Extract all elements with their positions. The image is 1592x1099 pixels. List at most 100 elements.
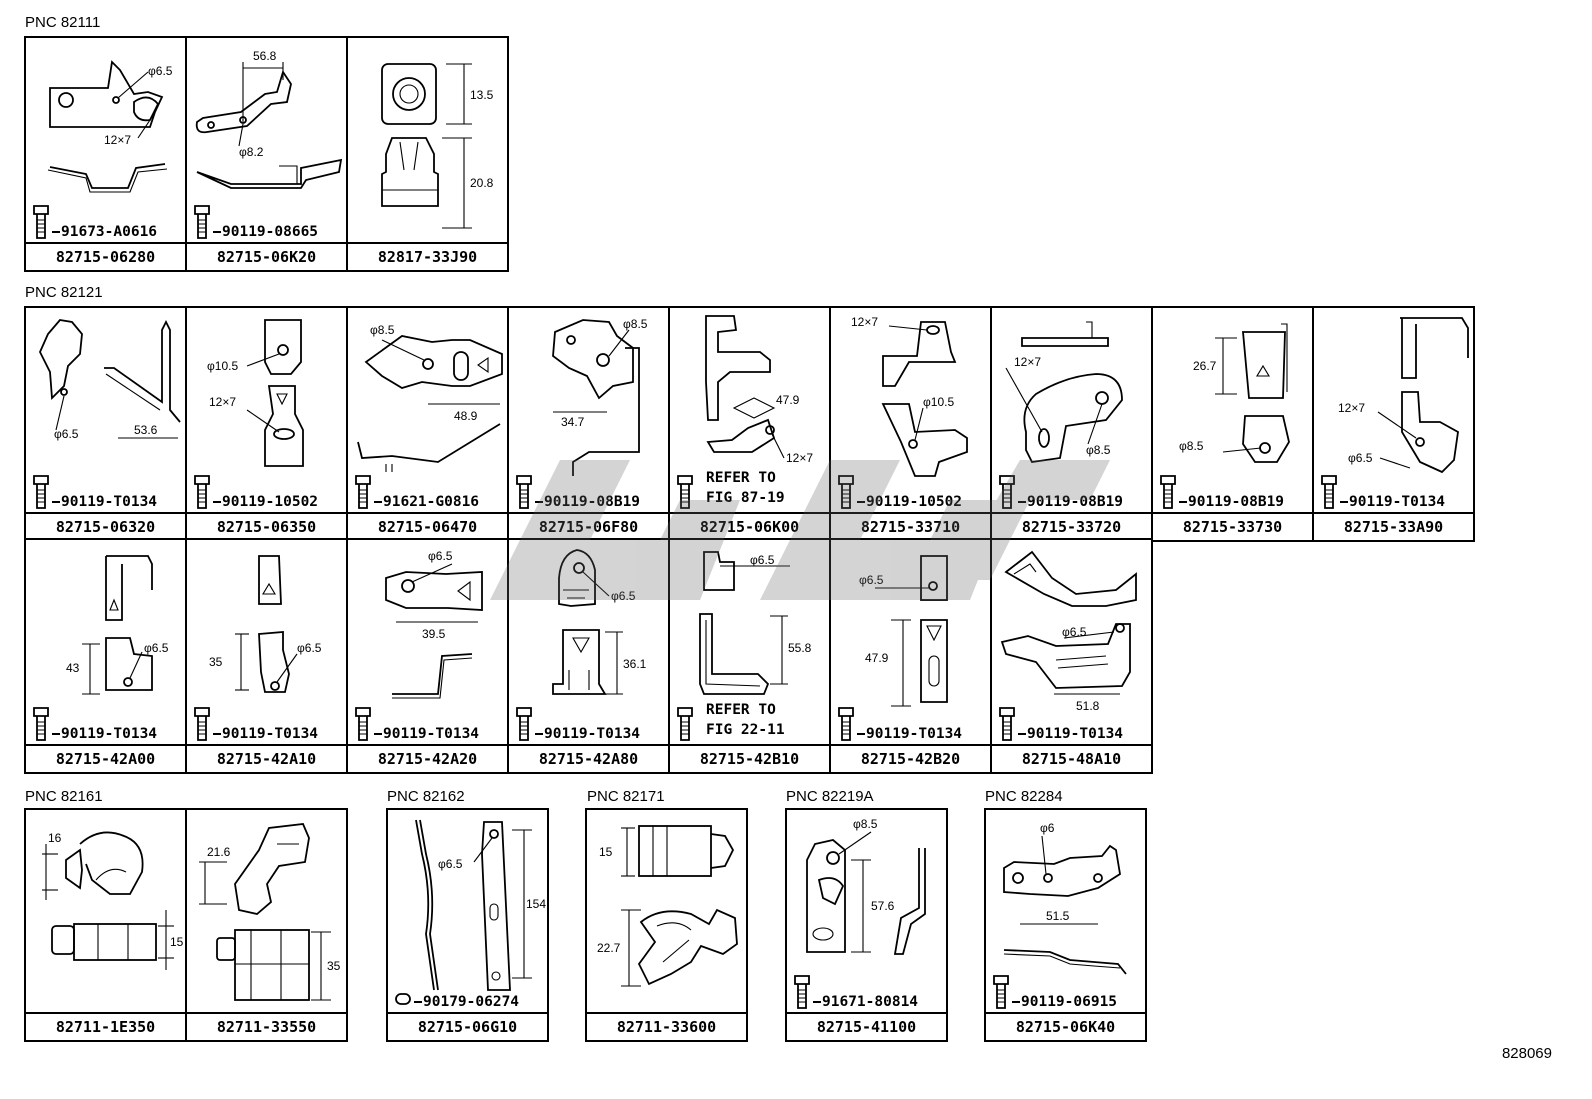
part-cell[interactable]: 13.5 20.8 82817-33J90 — [346, 36, 509, 272]
bracket-drawing: φ6.5 55.8 — [699, 551, 812, 695]
bracket-drawing: 12×7 φ8.5 — [1005, 321, 1123, 463]
part-number[interactable]: 82715-42A20 — [348, 744, 507, 772]
bolt-icon — [194, 205, 210, 239]
dim-label: 154 — [526, 897, 546, 911]
part-cell[interactable]: 12×7 φ6.5 90119-T0134 82715-33A90 — [1312, 306, 1475, 542]
dim-label: φ6.5 — [750, 553, 775, 567]
part-cell[interactable]: φ6.5 55.8 REFER TO FIG 22-11 82715-42B10 — [668, 538, 831, 774]
part-number[interactable]: 82715-06320 — [26, 512, 185, 540]
dim-label: φ6.5 — [54, 427, 79, 441]
bracket-drawing: φ6.5 39.5 — [385, 549, 483, 699]
part-cell[interactable]: φ8.5 34.7 90119-08B19 82715-06F80 — [507, 306, 670, 542]
part-number[interactable]: 82715-48A10 — [992, 744, 1151, 772]
bracket-drawing: 26.7 φ8.5 — [1179, 323, 1290, 463]
dim-label: 20.8 — [470, 176, 494, 190]
part-number[interactable]: 82715-06K20 — [187, 242, 346, 270]
part-cell[interactable]: 56.8 φ8.2 90119-08665 82715-06K20 — [185, 36, 348, 272]
part-number[interactable]: 82715-42B10 — [670, 744, 829, 772]
part-cell[interactable]: 21.6 35 82711-33550 — [185, 808, 348, 1042]
dim-label: φ6.5 — [144, 641, 169, 655]
bracket-drawing: 35 φ6.5 — [209, 555, 322, 693]
part-cell[interactable]: φ8.5 48.9 91621-G0816 82715-06470 — [346, 306, 509, 542]
bolt-part-number: 90119-10502 — [857, 494, 962, 510]
part-number[interactable]: 82715-06280 — [26, 242, 185, 270]
part-number[interactable]: 82715-33730 — [1153, 512, 1312, 540]
dim-label: φ8.5 — [1179, 439, 1204, 453]
dim-label: 47.9 — [865, 651, 889, 665]
dim-label: φ8.5 — [853, 817, 878, 831]
dim-label: 48.9 — [454, 409, 478, 423]
dim-label: φ8.5 — [370, 323, 395, 337]
part-cell[interactable]: 154 φ6.5 90179-06274 82715-06G10 — [386, 808, 549, 1042]
part-number[interactable]: 82715-42A00 — [26, 744, 185, 772]
clip-drawing: 16 15 — [42, 831, 184, 970]
part-cell[interactable]: φ8.5 57.6 91671-80814 82715-41100 — [785, 808, 948, 1042]
refer-to-note: REFER TO FIG 22-11 — [706, 702, 785, 738]
bolt-icon — [395, 993, 411, 1005]
part-cell[interactable]: φ6 51.5 90119-06915 82715-06K40 — [984, 808, 1147, 1042]
part-cell[interactable]: 16 15 82711-1E350 — [24, 808, 187, 1042]
part-number[interactable]: 82715-06F80 — [509, 512, 668, 540]
part-number[interactable]: 82711-33550 — [187, 1012, 346, 1040]
bolt-icon — [33, 205, 49, 239]
bolt-part-number: 90119-06915 — [1012, 994, 1117, 1010]
part-cell[interactable]: 47.9 12×7 REFER TO FIG 87-19 82715-06K00 — [668, 306, 831, 542]
part-number[interactable]: 82715-06350 — [187, 512, 346, 540]
dim-label: 26.7 — [1193, 359, 1217, 373]
drawing-number: 828069 — [1501, 1045, 1552, 1062]
bolt-part-number: 90119-08665 — [213, 224, 318, 240]
part-number[interactable]: 82715-06470 — [348, 512, 507, 540]
dim-label: φ10.5 — [923, 395, 954, 409]
dim-label: 43 — [66, 661, 80, 675]
bracket-drawing: φ8.5 48.9 — [357, 323, 503, 472]
part-number[interactable]: 82715-06G10 — [388, 1012, 547, 1040]
bracket-drawing: 56.8 φ8.2 — [195, 49, 343, 189]
part-cell[interactable]: 53.6 φ6.5 90119-T0134 82715-06320 — [24, 306, 187, 542]
dim-label: φ8.2 — [239, 145, 264, 159]
dim-label: 56.8 — [253, 49, 277, 63]
pnc-label: PNC 82284 — [985, 788, 1063, 805]
dim-label: 53.6 — [134, 423, 158, 437]
dim-label: 51.8 — [1076, 699, 1100, 713]
dim-label: φ6.5 — [859, 573, 884, 587]
bolt-part-number: 90119-T0134 — [52, 726, 157, 742]
bolt-part-number: 90179-06274 — [414, 994, 519, 1010]
part-cell[interactable]: 43 φ6.5 90119-T0134 82715-42A00 — [24, 538, 187, 774]
bolt-part-number: 90119-08B19 — [1179, 494, 1284, 510]
parts-group-82171: 15 22.7 82711-33600 — [585, 808, 748, 1042]
dim-label: 36.1 — [623, 657, 647, 671]
part-number[interactable]: 82817-33J90 — [348, 242, 507, 270]
part-number[interactable]: 82715-33A90 — [1314, 512, 1473, 540]
part-cell[interactable]: φ6.5 51.8 90119-T0134 82715-48A10 — [990, 538, 1153, 774]
bracket-drawing: φ6 51.5 — [1003, 821, 1127, 975]
dim-label: φ6.5 — [438, 857, 463, 871]
dim-label: 22.7 — [597, 941, 621, 955]
part-number[interactable]: 82715-42A80 — [509, 744, 668, 772]
part-number[interactable]: 82711-33600 — [587, 1012, 746, 1040]
part-number[interactable]: 82715-06K00 — [670, 512, 829, 540]
clip-drawing: 15 22.7 — [597, 825, 738, 987]
part-cell[interactable]: φ10.5 12×7 90119-10502 82715-06350 — [185, 306, 348, 542]
part-cell[interactable]: 35 φ6.5 90119-T0134 82715-42A10 — [185, 538, 348, 774]
part-cell[interactable]: 26.7 φ8.5 90119-08B19 82715-33730 — [1151, 306, 1314, 542]
dim-label: φ10.5 — [207, 359, 238, 373]
part-cell[interactable]: 15 22.7 82711-33600 — [585, 808, 748, 1042]
part-number[interactable]: 82715-06K40 — [986, 1012, 1145, 1040]
part-number[interactable]: 82715-33710 — [831, 512, 990, 540]
dim-label: φ8.5 — [623, 317, 648, 331]
bracket-drawing: 154 φ6.5 — [415, 819, 546, 991]
part-number[interactable]: 82715-41100 — [787, 1012, 946, 1040]
dim-label: 57.6 — [871, 899, 895, 913]
part-number[interactable]: 82715-33720 — [992, 512, 1151, 540]
dim-label: 12×7 — [104, 133, 131, 147]
part-number[interactable]: 82711-1E350 — [26, 1012, 185, 1040]
dim-label: 47.9 — [776, 393, 800, 407]
bolt-icon — [999, 707, 1015, 741]
bolt-icon — [993, 975, 1009, 1009]
pnc-label: PNC 82219A — [786, 788, 874, 805]
part-cell[interactable]: φ6.5 39.5 90119-T0134 82715-42A20 — [346, 538, 509, 774]
part-cell[interactable]: φ6.5 12×7 91673-A0616 82715-06280 — [24, 36, 187, 272]
part-number[interactable]: 82715-42B20 — [831, 744, 990, 772]
part-number[interactable]: 82715-42A10 — [187, 744, 346, 772]
watermark-logo — [490, 460, 1110, 600]
